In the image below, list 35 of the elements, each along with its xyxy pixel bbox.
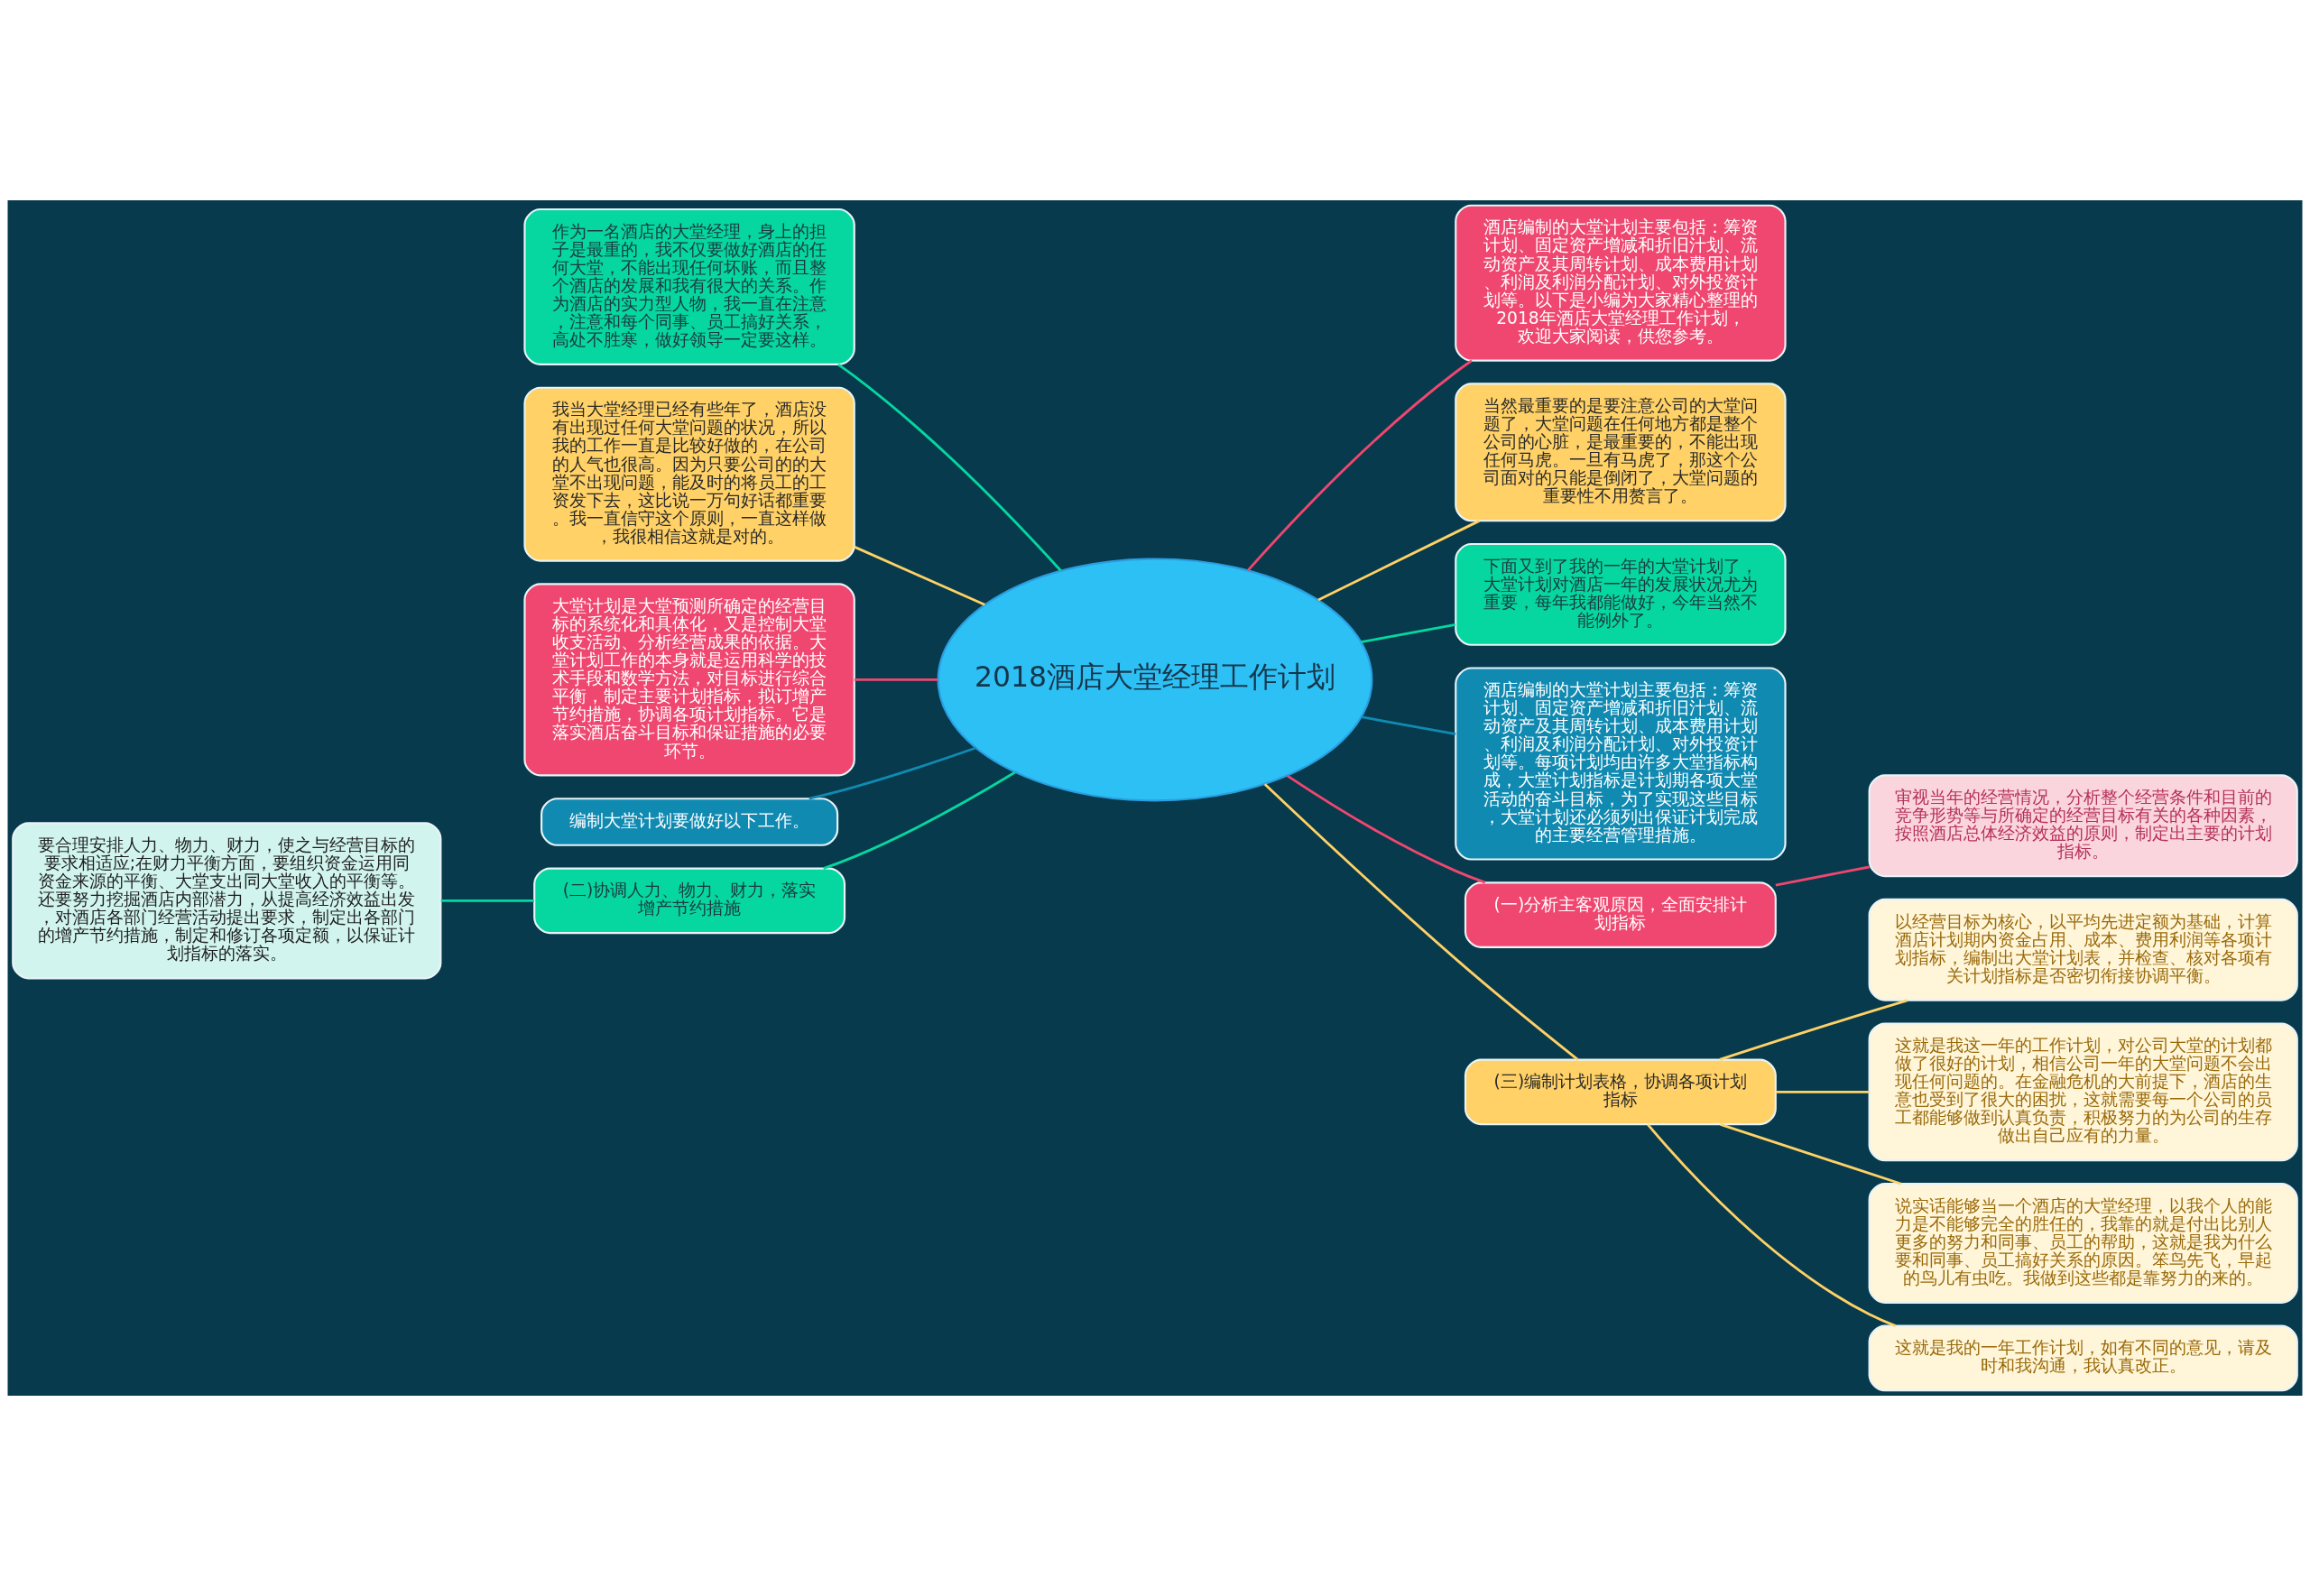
- connector: [1263, 783, 1579, 1061]
- node-box: 说实话能够当一个酒店的大堂经理，以我个人的能力是不能够完全的胜任的，我靠的就是付出比别人更多的努力和同事、员工的帮助，这就是我为什么要和同事、员工搞好关系的原因。笨鸟先飞，早起的鸟儿有虫吃。我做到这些都是靠努力的来的。: [1868, 1183, 2298, 1304]
- node-box: (一)分析主客观原因，全面安排计划指标: [1464, 881, 1777, 949]
- connector: [1719, 999, 1908, 1061]
- connector: [1720, 1122, 1901, 1185]
- node-box: 我当大堂经理已经有些年了，酒店没有出现过任何大堂问题的状况，所以我的工作一直是比较好做的，在公司的人气也很高。因为只要公司的的大堂不出现问题，能及时的将员工的工资发下去，这比说一万句好话都重要。我一直信守这个原则，一直这样做，我很相信这就是对的。: [523, 386, 855, 562]
- node-box: 要合理安排人力、物力、财力，使之与经营目标的要求相适应;在财力平衡方面，要组织资金运用同资金来源的平衡、大堂支出同大堂收入的平衡等。还要努力挖掘酒店内部潜力，从提高经济效益出发，对酒店各部门经营活动提出要求，制定出各部门的增产节约措施，制定和修订各项定额，以保证计划指标的落实。: [12, 822, 442, 980]
- connector: [837, 363, 1062, 572]
- connector: [1361, 623, 1456, 644]
- connector: [1286, 774, 1486, 884]
- node-box: 这就是我这一年的工作计划，对公司大堂的计划都做了很好的计划，相信公司一年的大堂问题不会出现任何问题的。在金融危机的大前提下，酒店的生意也受到了很大的困扰，这就需要每一个公司的员工都能够做到认真负责，积极努力的为公司的生存做出自己应有的力量。: [1868, 1022, 2298, 1162]
- node-box: (二)协调人力、物力、财力，落实增产节约措施: [533, 867, 846, 935]
- connector: [1775, 865, 1870, 887]
- node-box: 下面又到了我的一年的大堂计划了，大堂计划对酒店一年的发展状况尤为重要，每年我都能做好，今年当然不能例外了。: [1455, 542, 1787, 646]
- node-box: 作为一名酒店的大堂经理，身上的担子是最重的，我不仅要做好酒店的任何大堂，不能出现任何坏账，而且整个酒店的发展和我有很大的关系。作为酒店的实力型人物，我一直在注意，注意和每个同事、员工搞好关系，高处不胜寒，做好领导一定要这样。: [523, 208, 855, 365]
- connector: [854, 678, 938, 681]
- node-box: 以经营目标为核心，以平均先进定额为基础，计算酒店计划期内资金占用、成本、费用利润等各项计划指标，编制出大堂计划表，并检查、核对各项有关计划指标是否密切衔接协调平衡。: [1868, 898, 2298, 1001]
- connector: [823, 770, 1016, 870]
- connector: [1361, 715, 1456, 736]
- connector: [1247, 359, 1473, 572]
- node-box: 审视当年的经营情况，分析整个经营条件和目前的竞争形势等与所确定的经营目标有关的各种因素，按照酒店总体经济效益的原则，制定出主要的计划指标。: [1868, 774, 2298, 878]
- connector: [1317, 520, 1480, 602]
- connector: [1775, 1090, 1870, 1093]
- node-box: 这就是我的一年工作计划，如有不同的意见，请及时和我沟通，我认真改正。: [1868, 1324, 2298, 1392]
- node-box: 编制大堂计划要做好以下工作。: [541, 798, 839, 846]
- node-ellipse: 2018酒店大堂经理工作计划: [937, 558, 1373, 802]
- connector: [1647, 1123, 1897, 1327]
- connector: [854, 545, 985, 606]
- connector: [440, 899, 534, 902]
- node-box: (三)编制计划表格，协调各项计划指标: [1464, 1058, 1777, 1126]
- connector: [808, 746, 976, 800]
- node-box: 酒店编制的大堂计划主要包括：筹资计划、固定资产增减和折旧汁划、流动资产及其周转计划、成本费用计划、利润及利润分配计划、对外投资计划等。每项计划均由许多大堂指标构成，大堂计划指标是计划期各项大堂活动的奋斗目标，为了实现这些目标，大堂计划还必须列出保证计划完成的主要经营管理措施。: [1455, 667, 1787, 861]
- node-box: 当然最重要的是要注意公司的大堂问题了，大堂问题在任何地方都是整个公司的心脏，是最重要的，不能出现任何马虎。一旦有马虎了，那这个公司面对的只能是倒闭了，大堂问题的重要性不用赘言了。: [1455, 383, 1787, 522]
- node-box: 大堂计划是大堂预测所确定的经营目标的系统化和具体化，又是控制大堂收支活动、分析经营成果的依据。大堂计划工作的本身就是运用科学的技术手段和数学方法，对目标进行综合平衡，制定主要计划指标，拟订增产节约措施，协调各项计划指标。它是落实酒店奋斗目标和保证措施的必要环节。: [523, 583, 855, 777]
- node-box: 酒店编制的大堂计划主要包括：筹资计划、固定资产增减和折旧汁划、流动资产及其周转计划、成本费用计划、利润及利润分配计划、对外投资计划等。以下是小编为大家精心整理的2018年酒店大堂经理工作计划，欢迎大家阅读，供您参考。: [1455, 204, 1787, 362]
